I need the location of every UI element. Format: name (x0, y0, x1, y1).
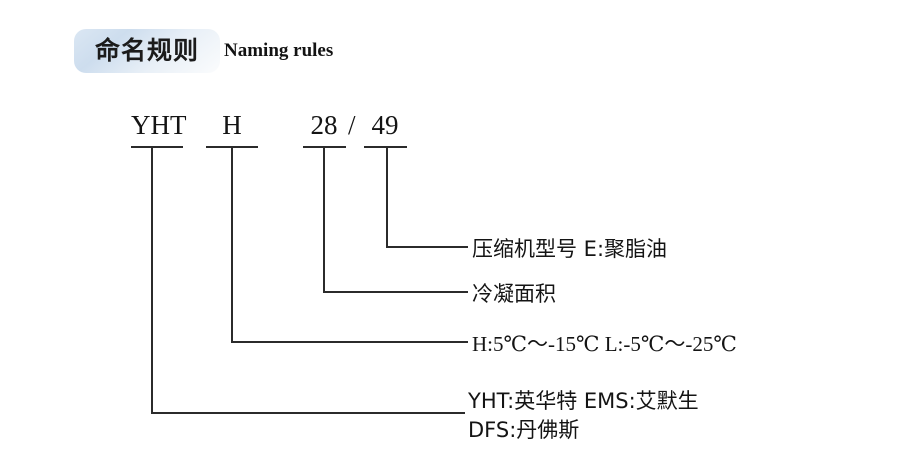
code-segment-28: 28 (310, 110, 338, 140)
code-segment-h: H (222, 110, 242, 140)
leader-line-vertical-28 (323, 146, 325, 291)
leader-line-horizontal-yht (151, 412, 465, 414)
header-badge: 命名规则 (74, 29, 220, 73)
underline-yht (131, 146, 183, 148)
leader-line-horizontal-h (231, 341, 468, 343)
leader-line-vertical-h (231, 146, 233, 341)
callout-label-brands-line2: DFS:丹佛斯 (468, 418, 580, 442)
leader-line-vertical-49 (386, 146, 388, 246)
callout-label-brands-line1: YHT:英华特 EMS:艾默生 (468, 389, 699, 413)
page-title: 命名规则 (94, 36, 199, 65)
code-separator-slash: / (348, 110, 356, 140)
leader-line-horizontal-49 (386, 246, 468, 248)
code-segment-49: 49 (371, 110, 399, 140)
code-segment-yht: YHT (131, 110, 187, 140)
underline-49 (364, 146, 407, 148)
callout-label-condensing-area: 冷凝面积 (472, 282, 556, 306)
leader-line-vertical-yht (151, 146, 153, 412)
callout-label-compressor-model: 压缩机型号 E:聚脂油 (472, 237, 668, 261)
leader-line-horizontal-28 (323, 291, 468, 293)
page-subtitle: Naming rules (224, 40, 334, 61)
callout-label-temperature-range: H:5℃～-15℃ L:-5℃～-25℃ (472, 332, 737, 356)
